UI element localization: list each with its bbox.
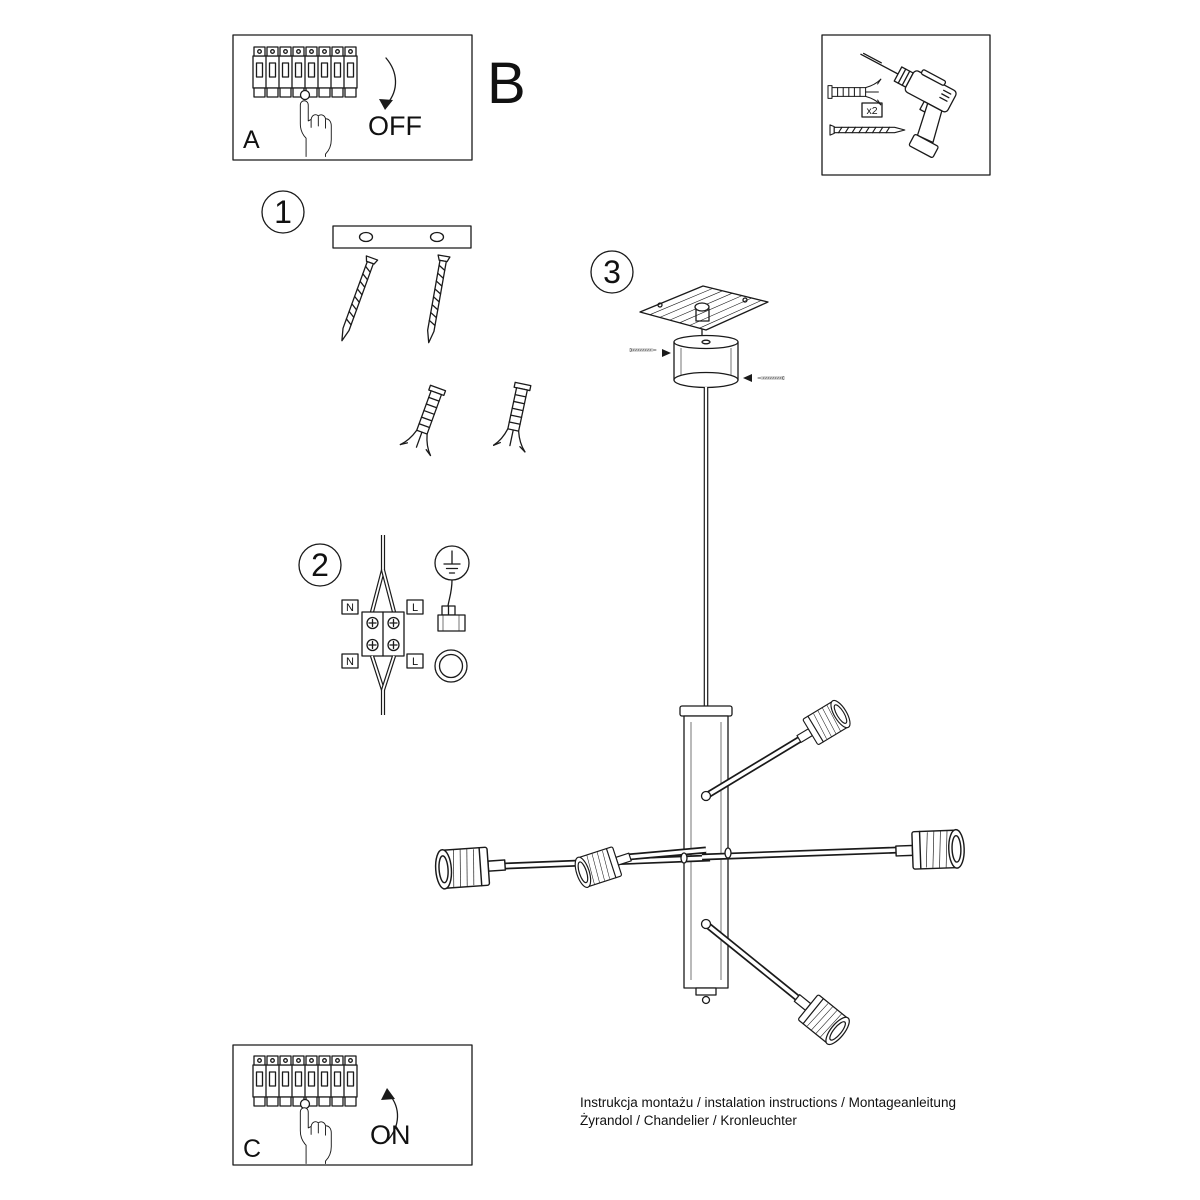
drill-icon (860, 52, 957, 159)
lamp-socket-upper-right (790, 697, 855, 753)
tools-box: x2 (821, 34, 991, 176)
breaker-panel-icon (252, 1055, 358, 1110)
lamp-socket-left (433, 844, 508, 891)
canopy-screw-right-icon (757, 376, 785, 380)
arm-joint (680, 852, 688, 864)
ground-clamp-icon (434, 579, 468, 683)
section-b-label: B (487, 51, 526, 116)
panel-c-border (232, 1044, 473, 1166)
screw-arrow-left-icon (662, 349, 671, 357)
step-1-number: 1 (274, 194, 292, 230)
n-top-box (341, 599, 359, 615)
off-label: OFF (368, 111, 422, 141)
breaker-panel-icon (252, 46, 358, 101)
screw-right-icon (422, 254, 451, 345)
anchor-qty-box (861, 102, 883, 118)
n-bottom-box (341, 653, 359, 669)
anchor-right-icon (492, 380, 540, 453)
step-3-number: 3 (603, 254, 621, 290)
tube-bottom-cap (695, 987, 717, 996)
canopy-screw-left-icon (629, 348, 657, 352)
step-2-badge (298, 543, 342, 587)
footer-line-2: Żyrandol / Chandelier / Kronleuchter (580, 1113, 797, 1128)
step-1-badge (261, 190, 305, 234)
ground-symbol-icon (434, 545, 470, 581)
chandelier (433, 697, 966, 1049)
lamp-socket-center-left (571, 841, 636, 890)
anchor-qty-label: x2 (866, 105, 877, 117)
wall-anchor-icon (827, 78, 882, 106)
screw-arrow-right-icon (743, 374, 752, 382)
arm-joint (700, 918, 712, 930)
step-2: 2 N L N L (298, 535, 470, 715)
step-3-badge (590, 250, 634, 294)
pressing-hand-icon (299, 1107, 332, 1165)
mounting-screw-icon (829, 124, 906, 136)
arm-joint (700, 790, 712, 802)
panel-c-label: C (243, 1135, 261, 1163)
n-top-label: N (346, 602, 354, 614)
l-top-box (406, 599, 424, 615)
ceiling-plate (639, 285, 769, 343)
mounting-bracket (332, 225, 472, 249)
arm-joint (724, 847, 732, 859)
panel-c-power-on: C ON (232, 1044, 473, 1166)
anchor-left-icon (399, 381, 454, 457)
footer-line-1: Instrukcja montażu / instalation instruc… (580, 1095, 956, 1110)
wire-connector-diagram: N L N L (341, 535, 424, 715)
screw-left-icon (335, 255, 379, 344)
off-arrow-icon (379, 57, 397, 110)
lamp-socket-right (894, 828, 966, 871)
n-bottom-label: N (346, 656, 354, 668)
step-3: 3 (433, 250, 966, 1049)
l-top-label: L (412, 602, 418, 614)
canopy (673, 334, 739, 389)
l-bottom-box (406, 653, 424, 669)
chandelier-arms (504, 735, 899, 1003)
panel-a-power-off: A OFF (232, 34, 473, 161)
footer: Instrukcja montażu / instalation instruc… (580, 1095, 956, 1128)
on-arrow-icon (381, 1088, 399, 1141)
finial (701, 995, 711, 1005)
panel-a-label: A (243, 126, 260, 154)
step-2-number: 2 (311, 547, 329, 583)
tools-box-border (821, 34, 991, 176)
step-1: 1 (261, 190, 540, 457)
pressing-hand-icon (299, 100, 332, 158)
l-bottom-label: L (412, 656, 418, 668)
on-label: ON (370, 1120, 411, 1150)
panel-a-border (232, 34, 473, 161)
